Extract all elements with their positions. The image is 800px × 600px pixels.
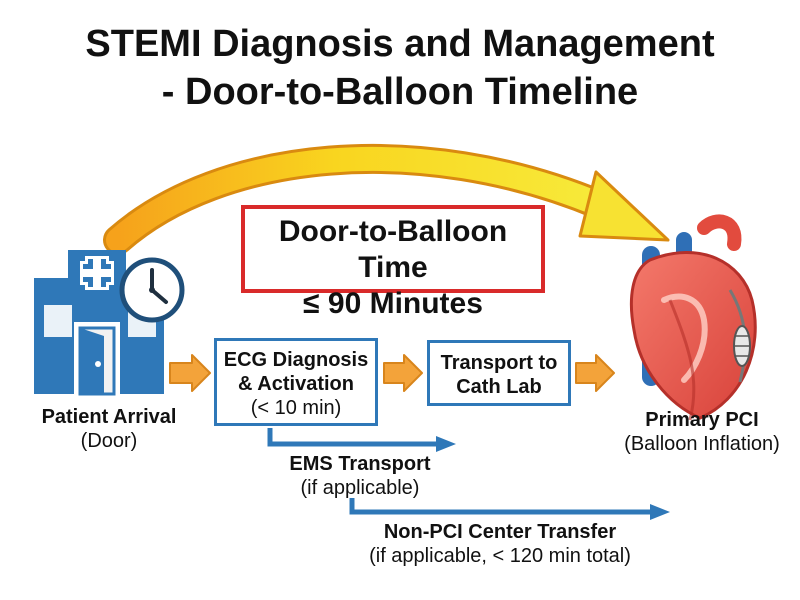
start-sub: (Door) [80, 430, 138, 452]
step-2-line-2: Cath Lab [456, 376, 542, 398]
branch-2-label: Non-PCI Center Transfer [383, 521, 617, 543]
target-line-1: Door-to-Balloon Time [278, 215, 508, 284]
end-node-label: Primary PCI (Balloon Inflation) [604, 408, 800, 456]
title-line-2: - Door-to-Balloon Timeline [161, 71, 639, 113]
door-to-balloon-arc-arrow [103, 143, 670, 255]
non-pci-transfer-arrow [349, 498, 670, 520]
end-label: Primary PCI [645, 409, 759, 431]
step-1-line-2: & Activation [238, 373, 354, 395]
non-pci-transfer-label: Non-PCI Center Transfer (if applicable, … [330, 520, 670, 568]
step-ecg-box: ECG Diagnosis & Activation (< 10 min) [214, 338, 378, 426]
heart-icon [629, 214, 757, 421]
title-line-1: STEMI Diagnosis and Management [85, 23, 715, 65]
branch-1-sub: (if applicable) [300, 477, 420, 499]
step-arrow-2 [383, 354, 423, 392]
step-2-line-1: Transport to [440, 352, 558, 374]
start-label: Patient Arrival [41, 406, 177, 428]
clock-icon [119, 257, 185, 323]
step-arrow-3 [575, 354, 615, 392]
ems-transport-label: EMS Transport (if applicable) [250, 452, 470, 500]
page-title: STEMI Diagnosis and Management - Door-to… [0, 20, 800, 116]
step-transport-box: Transport to Cath Lab [427, 340, 571, 406]
step-1-line-3: (< 10 min) [250, 397, 342, 419]
target-line-2: ≤ 90 Minutes [303, 287, 483, 320]
door-to-balloon-target-box: Door-to-Balloon Time ≤ 90 Minutes [241, 205, 545, 320]
step-1-line-1: ECG Diagnosis [223, 349, 369, 371]
end-sub: (Balloon Inflation) [624, 433, 780, 455]
ems-transport-arrow [267, 428, 456, 452]
step-arrow-1 [169, 354, 211, 392]
start-node-label: Patient Arrival (Door) [14, 405, 204, 453]
balloon-catheter-icon [728, 289, 751, 383]
branch-1-label: EMS Transport [289, 453, 431, 475]
branch-2-sub: (if applicable, < 120 min total) [369, 545, 631, 567]
